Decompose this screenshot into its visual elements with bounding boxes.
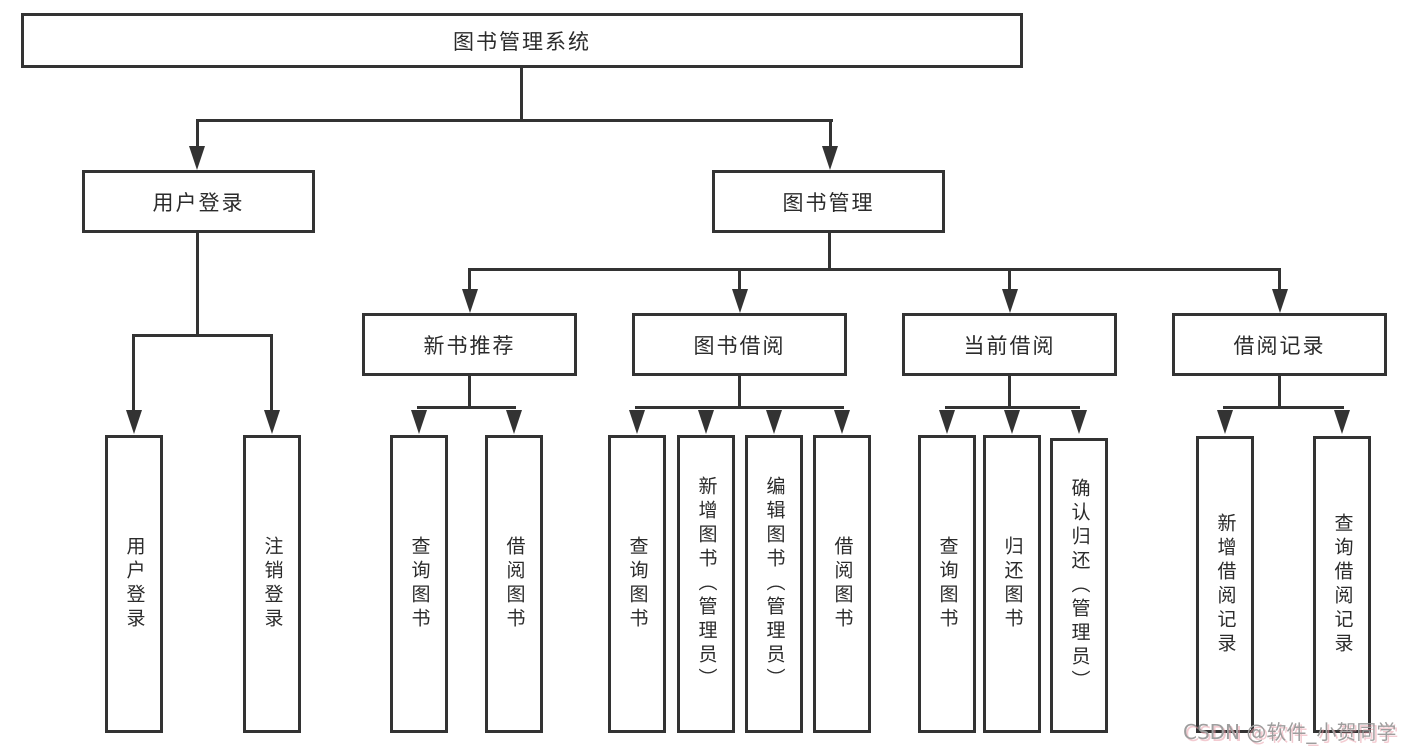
connector-line — [270, 334, 273, 410]
connector-line — [468, 268, 471, 290]
leaf-edit-books-admin: 编辑图书（管理员） — [745, 435, 803, 733]
connector-line — [132, 334, 135, 410]
arrowhead-icon — [1004, 410, 1020, 434]
leaf-query-borrow-record: 查询借阅记录 — [1313, 436, 1371, 733]
connector-line — [945, 406, 1080, 409]
node-book-borrowing: 图书借阅 — [632, 313, 847, 376]
connector-line — [132, 334, 273, 337]
leaf-label: 编辑图书（管理员） — [763, 476, 786, 692]
leaf-label: 注销登录 — [261, 536, 284, 632]
arrowhead-icon — [1071, 410, 1087, 434]
arrowhead-icon — [732, 289, 748, 313]
leaf-label: 借阅图书 — [831, 536, 854, 632]
leaf-query-books: 查询图书 — [608, 435, 666, 733]
connector-line — [1008, 376, 1011, 409]
connector-line — [635, 406, 844, 409]
arrowhead-icon — [766, 410, 782, 434]
leaf-label: 借阅图书 — [503, 536, 526, 632]
connector-line — [520, 68, 523, 122]
arrowhead-icon — [126, 410, 142, 434]
connector-line — [738, 376, 741, 409]
leaf-add-borrow-record: 新增借阅记录 — [1196, 436, 1254, 733]
connector-line — [738, 268, 741, 290]
csdn-watermark: CSDN @软件_小贺同学 — [1183, 720, 1397, 744]
leaf-label: 确认归还（管理员） — [1068, 477, 1091, 694]
connector-line — [468, 268, 1281, 271]
connector-line — [1223, 406, 1344, 409]
arrowhead-icon — [822, 146, 838, 170]
node-library-management-system: 图书管理系统 — [21, 13, 1023, 68]
arrowhead-icon — [1002, 289, 1018, 313]
arrowhead-icon — [189, 146, 205, 170]
arrowhead-icon — [939, 410, 955, 434]
leaf-label: 查询借阅记录 — [1331, 512, 1354, 657]
node-new-book-recommend: 新书推荐 — [362, 313, 577, 376]
leaf-return-books: 归还图书 — [983, 435, 1041, 733]
connector-line — [829, 119, 832, 151]
leaf-label: 查询图书 — [626, 536, 649, 632]
arrowhead-icon — [1217, 410, 1233, 434]
arrowhead-icon — [411, 410, 427, 434]
leaf-query-books: 查询图书 — [390, 435, 448, 733]
connector-line — [196, 233, 199, 336]
leaf-confirm-return-admin: 确认归还（管理员） — [1050, 438, 1108, 733]
connector-line — [196, 119, 199, 151]
connector-line — [1008, 268, 1011, 290]
leaf-borrow-books: 借阅图书 — [813, 435, 871, 733]
leaf-label: 新增借阅记录 — [1214, 512, 1237, 657]
node-current-borrowing: 当前借阅 — [902, 313, 1117, 376]
connector-line — [828, 233, 831, 271]
arrowhead-icon — [834, 410, 850, 434]
node-user-login: 用户登录 — [82, 170, 315, 233]
leaf-borrow-books: 借阅图书 — [485, 435, 543, 733]
arrowhead-icon — [1334, 410, 1350, 434]
leaf-label: 查询图书 — [408, 536, 431, 632]
leaf-label: 归还图书 — [1001, 536, 1024, 632]
arrowhead-icon — [698, 410, 714, 434]
connector-line — [468, 376, 471, 409]
leaf-label: 用户登录 — [123, 536, 146, 632]
leaf-query-books: 查询图书 — [918, 435, 976, 733]
node-book-management: 图书管理 — [712, 170, 945, 233]
leaf-label: 查询图书 — [936, 536, 959, 632]
leaf-logout: 注销登录 — [243, 435, 301, 733]
node-borrowing-records: 借阅记录 — [1172, 313, 1387, 376]
arrowhead-icon — [1272, 289, 1288, 313]
connector-line — [1278, 268, 1281, 290]
leaf-label: 新增图书（管理员） — [695, 476, 718, 692]
leaf-add-books-admin: 新增图书（管理员） — [677, 435, 735, 733]
leaf-user-login: 用户登录 — [105, 435, 163, 733]
arrowhead-icon — [264, 410, 280, 434]
connector-line — [417, 406, 516, 409]
arrowhead-icon — [506, 410, 522, 434]
connector-line — [196, 119, 833, 122]
arrowhead-icon — [629, 410, 645, 434]
arrowhead-icon — [462, 289, 478, 313]
connector-line — [1278, 376, 1281, 409]
